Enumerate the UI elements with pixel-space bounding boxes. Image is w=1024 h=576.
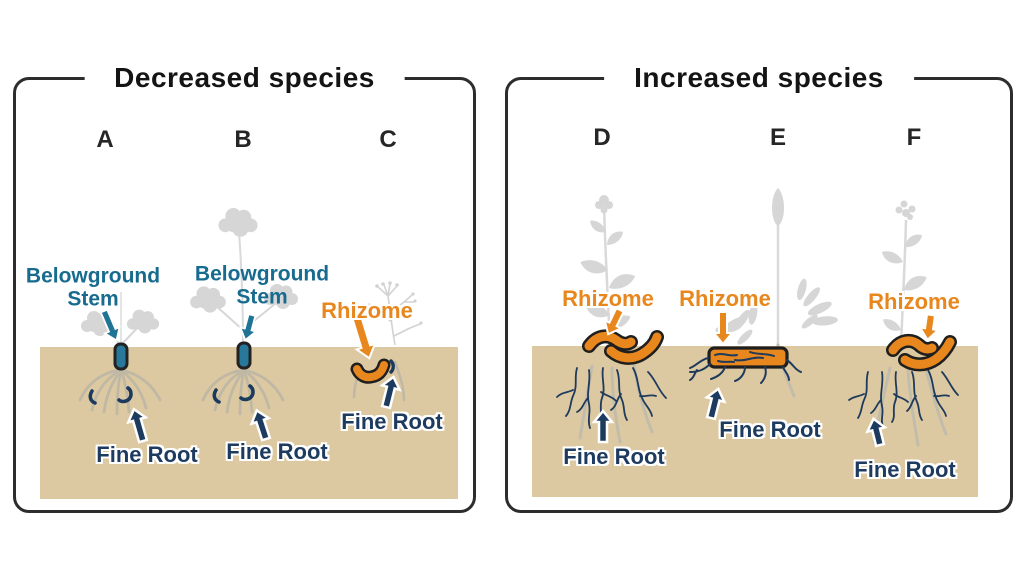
- plant-f-silhouette: [873, 200, 930, 345]
- label-fine-root-e: Fine Root: [719, 417, 821, 442]
- label-rhizome-c: Rhizome: [321, 298, 413, 323]
- belowground-stem-b-arrow: [238, 312, 258, 342]
- species-letter-f: F: [906, 124, 922, 151]
- plant-b-roots: [201, 368, 285, 416]
- plant-f-fine-roots: [848, 369, 959, 427]
- label-fine-root-b: Fine Root: [226, 439, 328, 464]
- rhizome-e-texture: [714, 351, 775, 363]
- increased-species-panel: Increased species D E F: [505, 60, 1013, 513]
- label-rhizome-e: Rhizome: [679, 286, 771, 311]
- plant-c-silhouette: [367, 283, 421, 346]
- species-letter-a: A: [96, 126, 114, 153]
- label-fine-root-d: Fine Root: [563, 444, 665, 469]
- rhizome-e-arrow: [711, 311, 735, 346]
- plant-e-silhouette: [715, 188, 838, 345]
- increased-panel-illustration: [532, 188, 978, 497]
- plant-a-roots: [78, 368, 162, 416]
- fine-root-d-arrow: [591, 409, 615, 444]
- belowground-stem-a-arrow: [99, 308, 121, 342]
- decreased-panel-illustration: [40, 208, 458, 499]
- label-rhizome-f: Rhizome: [868, 289, 960, 314]
- rhizome-d-shape: [582, 329, 664, 365]
- rhizome-e-shape: [707, 346, 789, 369]
- fine-root-a-arrow: [126, 407, 149, 444]
- label-fine-root-a: Fine Root: [96, 442, 198, 467]
- species-letter-c: C: [379, 126, 397, 153]
- species-letter-d: D: [593, 124, 611, 151]
- increased-panel-title: Increased species: [604, 60, 914, 96]
- plant-b-fine-roots: [212, 384, 255, 404]
- plant-a-fine-roots: [88, 386, 133, 405]
- fine-root-b-arrow: [249, 408, 272, 442]
- decreased-species-panel: Decreased species A B C: [13, 60, 476, 513]
- fine-root-e-arrow: [704, 386, 727, 421]
- fine-root-c-arrow: [379, 375, 402, 410]
- label-belowground-stem-a: Belowground Stem: [25, 264, 161, 310]
- belowground-stem-b-shape: [236, 341, 252, 370]
- plant-c-fine-root: [389, 359, 395, 374]
- decreased-panel-title: Decreased species: [84, 60, 405, 96]
- species-letter-e: E: [769, 124, 787, 151]
- label-belowground-stem-b: Belowground Stem: [194, 262, 330, 308]
- belowground-stem-a-shape: [113, 342, 129, 371]
- rhizome-c-arrow: [351, 315, 377, 360]
- fine-root-f-arrow: [865, 416, 888, 448]
- rhizome-c-shape: [350, 358, 391, 384]
- rhizome-e-fine-roots: [689, 357, 802, 384]
- rhizome-f-shape: [886, 333, 957, 372]
- species-letter-b: B: [234, 126, 252, 153]
- label-fine-root-c: Fine Root: [341, 409, 443, 434]
- label-fine-root-f: Fine Root: [854, 457, 956, 482]
- rhizome-f-arrow: [918, 313, 941, 342]
- plant-c-umbel-dots: [365, 281, 423, 325]
- rhizome-d-arrow: [603, 306, 625, 336]
- label-rhizome-d: Rhizome: [562, 286, 654, 311]
